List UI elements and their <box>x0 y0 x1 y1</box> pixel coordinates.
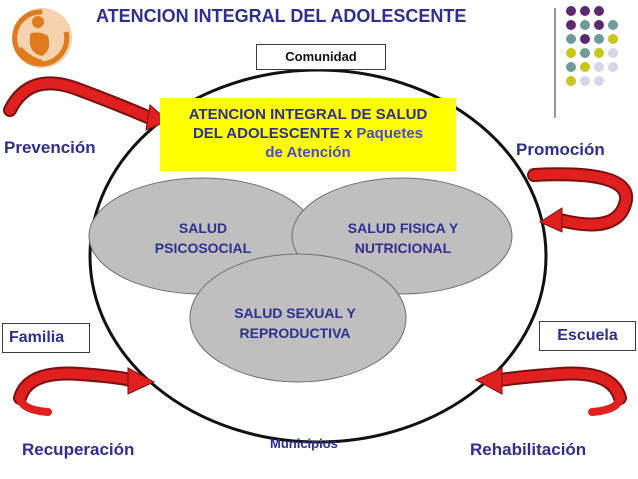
page-title: ATENCION INTEGRAL DEL ADOLESCENTE <box>96 6 467 26</box>
arrow-recuperacion-icon <box>13 366 156 416</box>
escuela-box: Escuela <box>539 321 636 351</box>
label-psicosocial: SALUD PSICOSOCIAL <box>118 218 288 258</box>
familia-box: Familia <box>2 323 90 353</box>
label-fisica-line2: NUTRICIONAL <box>354 240 452 256</box>
label-prevencion: Prevención <box>4 138 96 157</box>
comunidad-box: Comunidad <box>256 44 386 70</box>
central-line-2-bold: DEL ADOLESCENTE x <box>192 125 357 142</box>
outer-circle <box>88 68 548 444</box>
label-sexual-line2: REPRODUCTIVA <box>239 325 351 341</box>
label-psicosocial-line2: PSICOSOCIAL <box>154 240 252 256</box>
label-sexual-line1: SALUD SEXUAL Y <box>234 305 356 321</box>
arrow-promocion-icon <box>527 167 634 233</box>
label-sexual: SALUD SEXUAL Y REPRODUCTIVA <box>210 303 380 343</box>
arrow-rehabilitacion-icon <box>474 366 627 416</box>
label-psicosocial-line1: SALUD <box>178 220 228 236</box>
central-line-2: DEL ADOLESCENTE x Paquetes <box>160 124 456 143</box>
label-recuperacion: Recuperación <box>22 440 135 459</box>
label-fisica-line1: SALUD FISICA Y <box>347 220 459 236</box>
label-municipios: Municipios <box>270 436 338 451</box>
central-line-2-accent: Paquetes <box>356 125 424 142</box>
ellipse-sexual <box>189 253 407 383</box>
central-box: ATENCION INTEGRAL DE SALUD DEL ADOLESCEN… <box>160 98 456 171</box>
arrow-prevencion-icon <box>3 76 169 131</box>
divider-line <box>554 8 556 118</box>
label-rehabilitacion: Rehabilitación <box>470 440 587 459</box>
dot-grid-icon <box>566 6 636 106</box>
central-line-3: de Atención <box>265 144 351 161</box>
label-promocion: Promoción <box>516 140 605 159</box>
label-fisica: SALUD FISICA Y NUTRICIONAL <box>318 218 488 258</box>
adolescent-logo-icon <box>12 8 72 68</box>
central-line-1: ATENCION INTEGRAL DE SALUD <box>188 106 428 123</box>
